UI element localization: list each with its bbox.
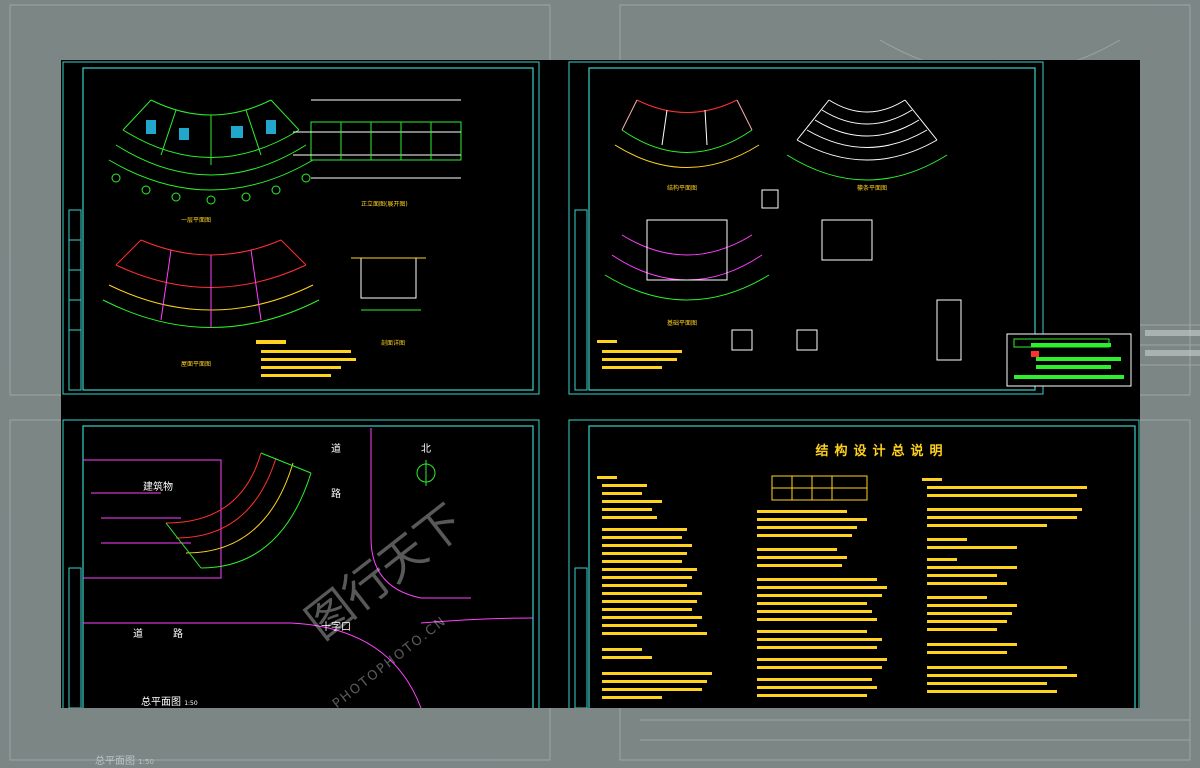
svg-text:结构平面图: 结构平面图: [667, 184, 697, 192]
svg-text:剖面详图: 剖面详图: [381, 339, 405, 347]
svg-text:一层平面图: 一层平面图: [181, 217, 211, 224]
sheet-structure-notes: [568, 419, 1140, 708]
crossing-label: 十字口: [321, 622, 351, 633]
svg-text:檩条平面图: 檩条平面图: [857, 184, 887, 192]
sheet-structure-plan: 结构平面图 檩条平面图 基础平面图: [568, 61, 1044, 395]
sheet-site-plan: [62, 419, 540, 708]
north-label: 北: [421, 444, 431, 455]
building-label: 建筑物: [143, 482, 173, 493]
background-plan-title: 总平面图 1:50: [95, 756, 154, 767]
drawing-title-block: [1006, 333, 1132, 387]
svg-text:基础平面图: 基础平面图: [667, 319, 697, 327]
sheet-floor-plan: 一层平面图 正立面图(展开图) 屋面平面图 剖面详图: [62, 61, 540, 395]
road-label-top-2: 路: [331, 489, 341, 500]
site-plan-title: 总平面图 1:50: [141, 697, 198, 708]
cad-drawing-sheet: 一层平面图 正立面图(展开图) 屋面平面图 剖面详图 结构平面图: [61, 60, 1140, 708]
structure-notes-title: 结构设计总说明: [815, 444, 949, 459]
svg-text:正立面图(展开图): 正立面图(展开图): [361, 200, 408, 208]
road-label-left-2: 路: [173, 629, 183, 640]
road-label-top-1: 道: [331, 444, 341, 455]
road-label-left-1: 道: [133, 629, 143, 640]
svg-text:屋面平面图: 屋面平面图: [181, 361, 211, 368]
